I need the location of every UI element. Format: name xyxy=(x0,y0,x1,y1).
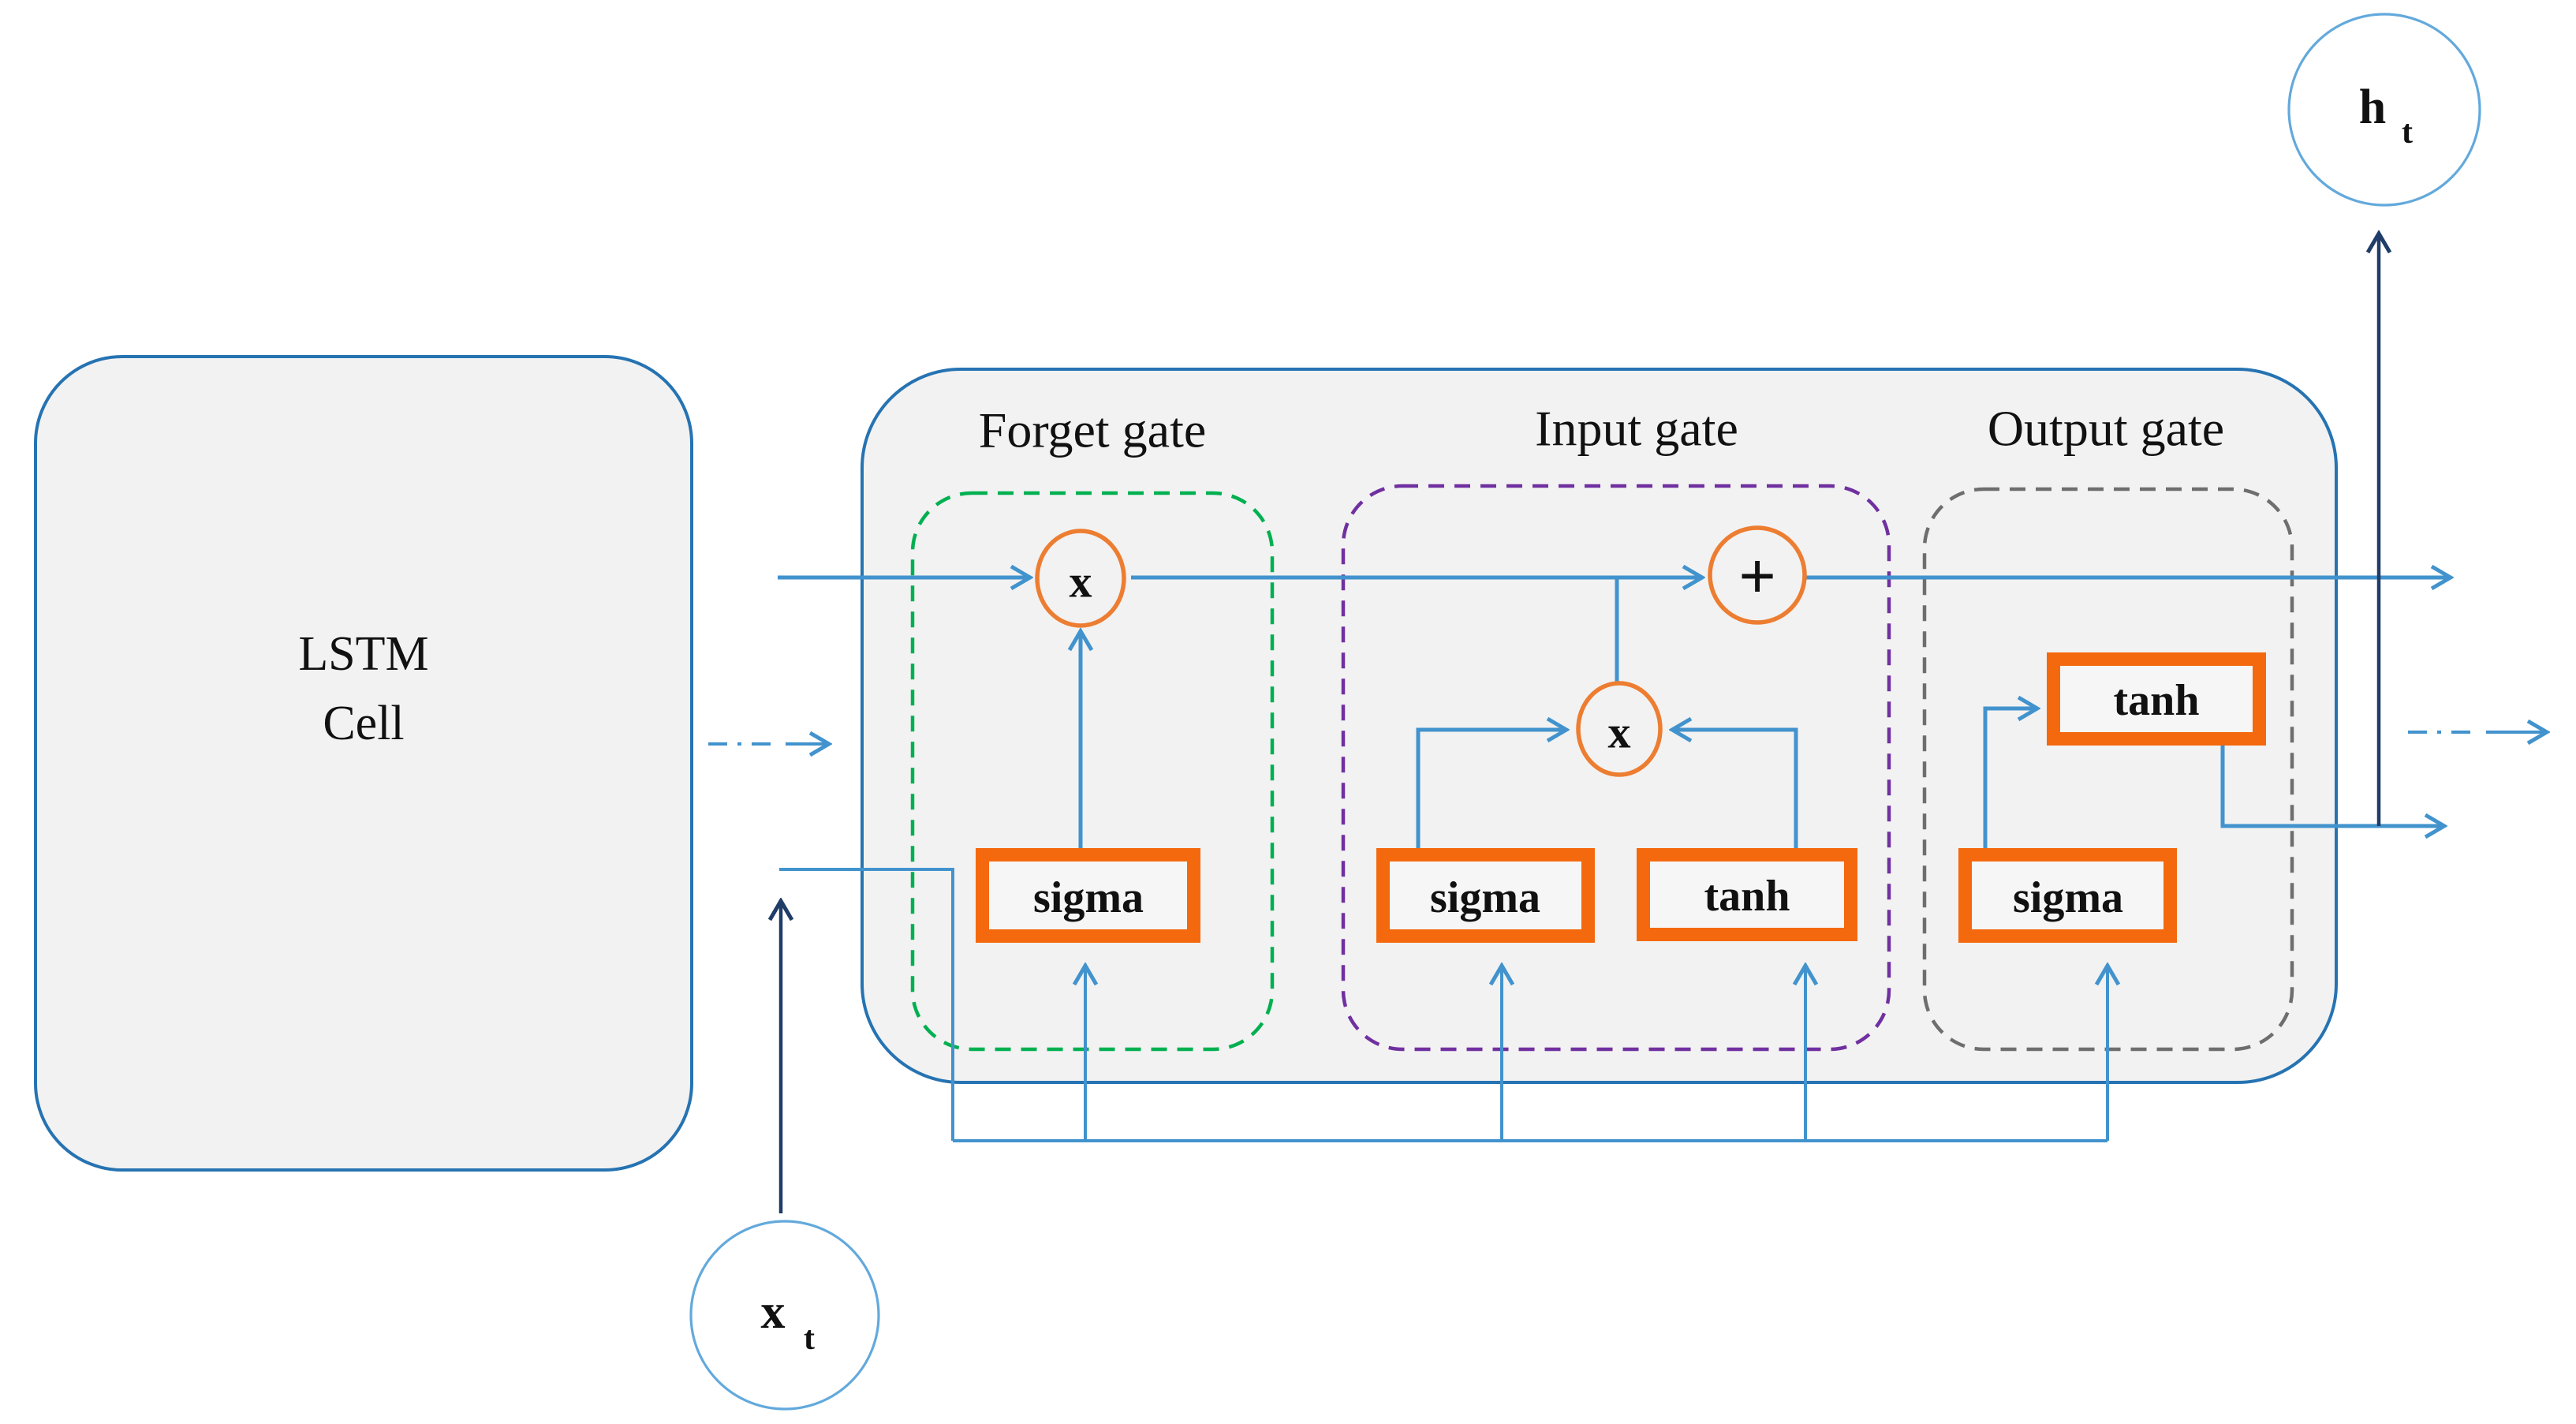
input-sigma-label: sigma xyxy=(1430,873,1540,922)
input-add-op: + xyxy=(1738,540,1776,614)
forget-sigma-block: sigma xyxy=(976,848,1200,943)
output-sigma-block: sigma xyxy=(1958,848,2177,943)
input-gate-title: Input gate xyxy=(1535,401,1738,457)
hidden-output-main: h xyxy=(2359,80,2386,134)
input-add-circle xyxy=(1708,525,1807,625)
output-gate-title: Output gate xyxy=(1988,401,2224,457)
input-tanh-block: tanh xyxy=(1637,848,1857,941)
lstm-cell-label-line1: LSTM xyxy=(298,627,428,681)
input-node: x t xyxy=(689,1220,880,1411)
output-tanh-label: tanh xyxy=(2114,676,2200,725)
input-multiply-circle xyxy=(1576,681,1663,777)
output-sigma-label: sigma xyxy=(2013,873,2123,922)
hidden-output-node: h t xyxy=(2287,13,2481,207)
lstm-cell-label-line2: Cell xyxy=(323,697,404,750)
hidden-output-sub: t xyxy=(2402,114,2413,151)
input-distribution-bus xyxy=(779,868,2107,1142)
output-tanh-block: tanh xyxy=(2047,652,2266,746)
input-node-main: x xyxy=(761,1285,786,1339)
forget-sigma-label: sigma xyxy=(1033,873,1144,922)
output-sigma-to-tanh-arrow xyxy=(1983,708,2037,848)
input-tanh-to-multiply-arrow xyxy=(1672,730,1798,848)
input-sigma-block: sigma xyxy=(1376,848,1595,943)
forget-multiply-circle xyxy=(1035,529,1126,628)
input-gate-region xyxy=(1341,484,1891,1052)
lstm-cell-box xyxy=(34,355,693,1172)
forget-gate-region xyxy=(910,491,1275,1052)
input-multiply-op: x xyxy=(1608,707,1631,758)
input-sigma-to-multiply-arrow xyxy=(1416,730,1566,848)
output-tanh-exit-arrow xyxy=(2220,746,2444,826)
input-node-sub: t xyxy=(804,1321,815,1357)
input-tanh-label: tanh xyxy=(1704,872,1790,921)
forget-multiply-op: x xyxy=(1070,556,1092,607)
forget-gate-title: Forget gate xyxy=(979,402,1207,458)
